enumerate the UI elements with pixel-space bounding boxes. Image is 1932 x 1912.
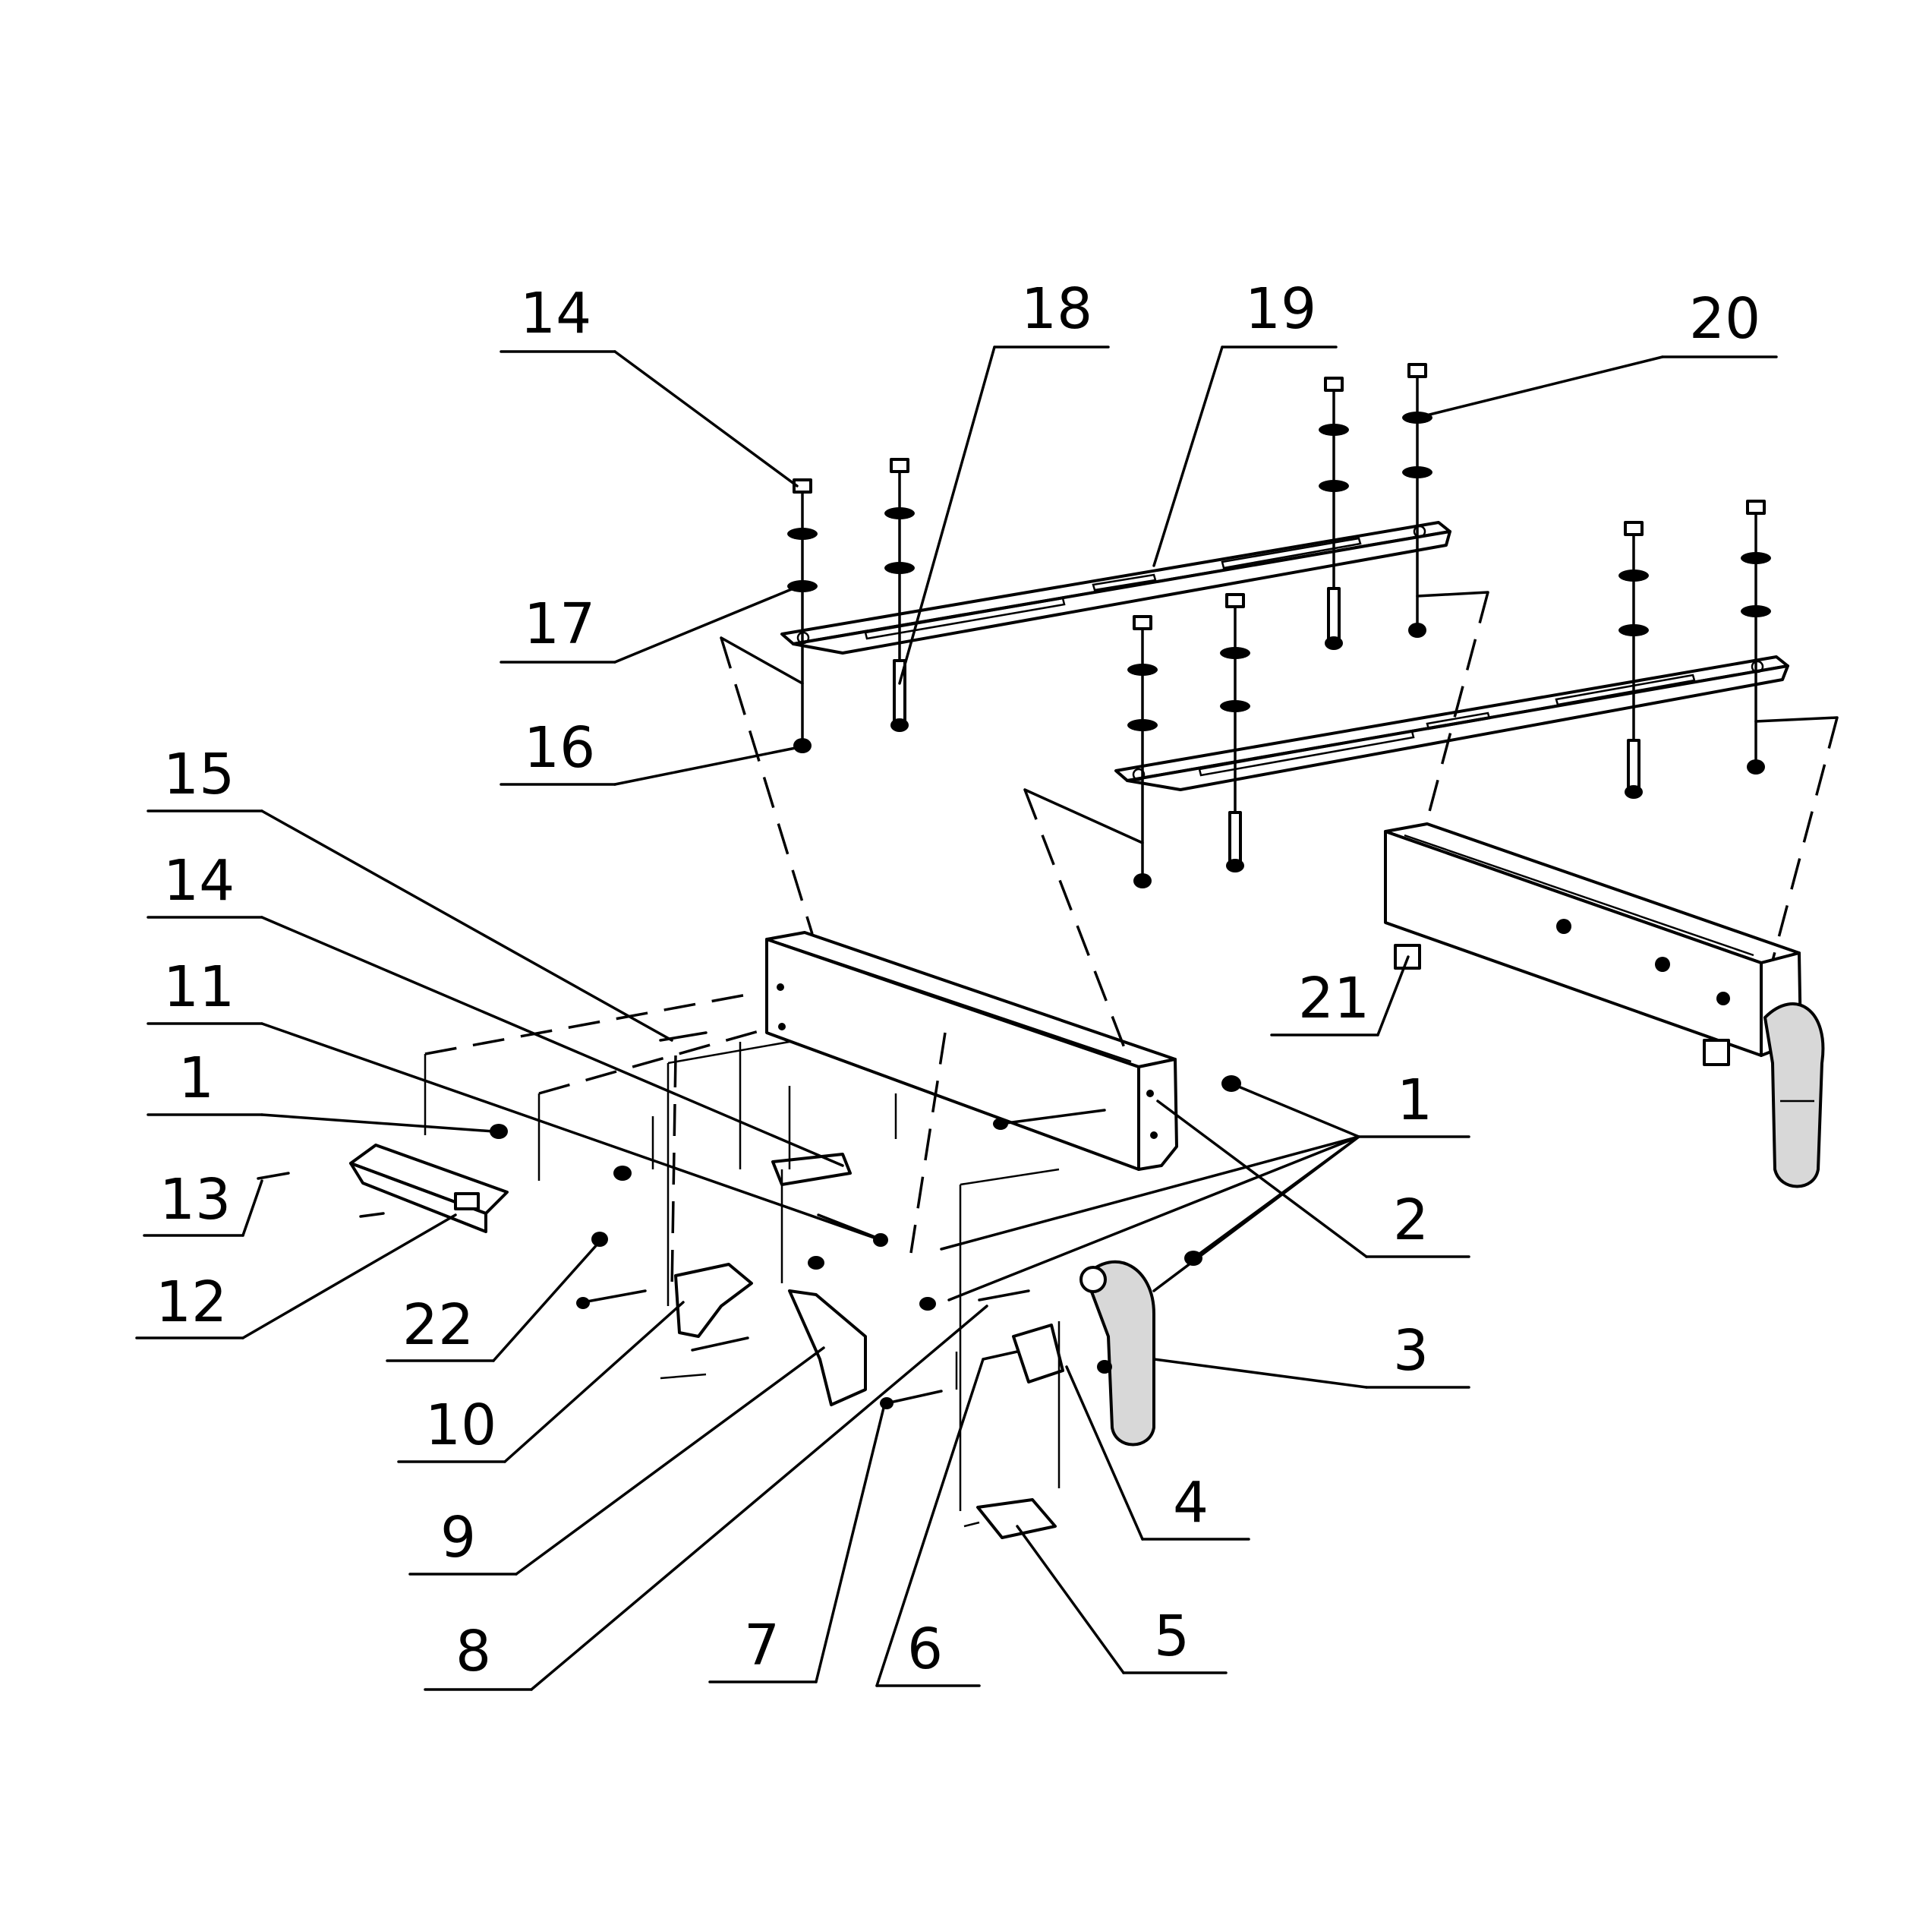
construction-lines	[424, 591, 1839, 1528]
right-assembled-beam	[1384, 822, 1825, 1188]
rail-bar-lower	[1114, 655, 1789, 791]
label-8: 8	[455, 1619, 491, 1684]
central-box-beam	[765, 931, 1178, 1171]
label-6: 6	[907, 1617, 943, 1682]
label-18: 18	[1021, 276, 1092, 342]
label-9: 9	[440, 1505, 476, 1570]
label-14-left: 14	[163, 848, 235, 913]
label-7: 7	[744, 1613, 780, 1678]
part-labels: 14 18 19 20 17 16 15 14 11 1 13 12 22 10…	[156, 276, 1760, 1684]
label-16: 16	[524, 715, 595, 781]
label-4: 4	[1173, 1470, 1209, 1535]
foot-bracket	[349, 1144, 509, 1233]
label-3: 3	[1393, 1318, 1429, 1384]
label-20: 20	[1689, 286, 1760, 352]
label-1-right: 1	[1397, 1068, 1432, 1133]
label-12: 12	[156, 1270, 227, 1335]
label-1-left: 1	[178, 1046, 214, 1111]
label-19: 19	[1245, 276, 1316, 342]
label-11: 11	[163, 954, 235, 1020]
bolt-stacks	[787, 363, 1771, 888]
rail-bar-upper	[780, 521, 1451, 655]
label-5: 5	[1154, 1604, 1190, 1669]
nuts	[490, 1075, 1241, 1374]
label-22: 22	[402, 1292, 474, 1358]
label-15: 15	[163, 742, 235, 807]
label-10: 10	[425, 1393, 496, 1458]
label-13: 13	[159, 1167, 231, 1232]
label-21: 21	[1298, 966, 1369, 1031]
label-17: 17	[524, 592, 595, 657]
leader-lines	[135, 345, 1778, 1691]
label-2: 2	[1393, 1188, 1429, 1253]
label-14-top: 14	[520, 281, 591, 346]
